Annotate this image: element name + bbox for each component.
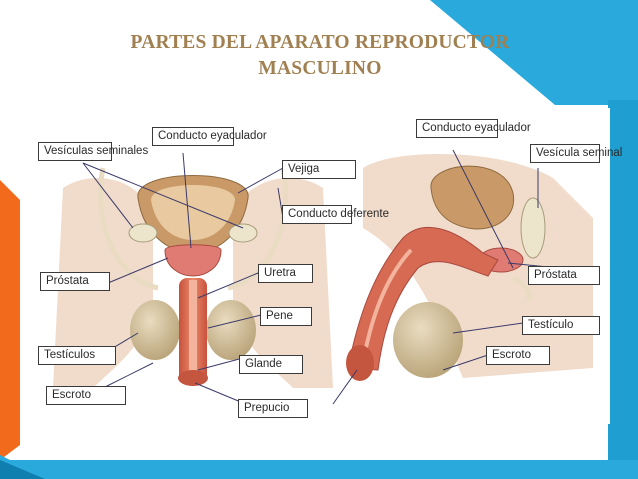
label-conducto-eyaculador-front: Conducto eyaculador	[152, 127, 267, 146]
label-pene: Pene	[260, 307, 312, 326]
left-accent-orange	[0, 180, 20, 460]
leader-lines	[82, 149, 559, 406]
seminal-vesicle-left	[128, 223, 158, 243]
label-prepucio: Prepucio	[238, 399, 308, 418]
side-testicle	[393, 302, 463, 378]
title-line-1: PARTES DEL APARATO REPRODUCTOR	[130, 32, 510, 53]
front-skin-right	[233, 178, 333, 388]
label-uretra: Uretra	[258, 264, 313, 283]
label-testiculo: Testículo	[522, 316, 600, 335]
urethra-front	[189, 280, 197, 380]
slide-title: PARTES DEL APARATO REPRODUCTOR MASCULINO	[40, 30, 600, 82]
bottom-corner	[0, 460, 45, 479]
glans-front	[178, 370, 208, 386]
label-escroto-side: Escroto	[486, 346, 550, 365]
side-penis	[347, 226, 499, 371]
title-line-2: MASCULINO	[258, 58, 382, 79]
label-vesiculas-seminales: Vesículas seminales	[38, 142, 148, 161]
anatomy-figure	[33, 108, 610, 424]
right-band-blue	[470, 100, 638, 479]
side-glans	[346, 345, 374, 381]
testicle-right	[206, 300, 256, 360]
prostate	[164, 244, 222, 277]
side-seminal-vesicle	[520, 197, 546, 259]
label-vejiga: Vejiga	[282, 160, 356, 179]
label-prostata-front: Próstata	[40, 272, 110, 291]
side-vas-deferens	[511, 275, 532, 302]
bottom-band-blue	[0, 455, 638, 479]
label-vesicula-seminal: Vesícula seminal	[530, 144, 622, 163]
vas-deferens-right	[227, 167, 289, 291]
seminal-vesicle-right	[228, 223, 258, 243]
label-testiculos: Testículos	[38, 346, 116, 365]
label-escroto-front: Escroto	[46, 386, 126, 405]
testicle-left	[130, 300, 180, 360]
side-bladder	[430, 165, 515, 230]
label-conducto-eyaculador-side: Conducto eyaculador	[416, 119, 531, 138]
label-prostata-side: Próstata	[528, 266, 600, 285]
label-glande: Glande	[239, 355, 303, 374]
label-conducto-deferente: Conducto deferente	[282, 205, 389, 224]
corner-accent-blue	[430, 0, 638, 105]
